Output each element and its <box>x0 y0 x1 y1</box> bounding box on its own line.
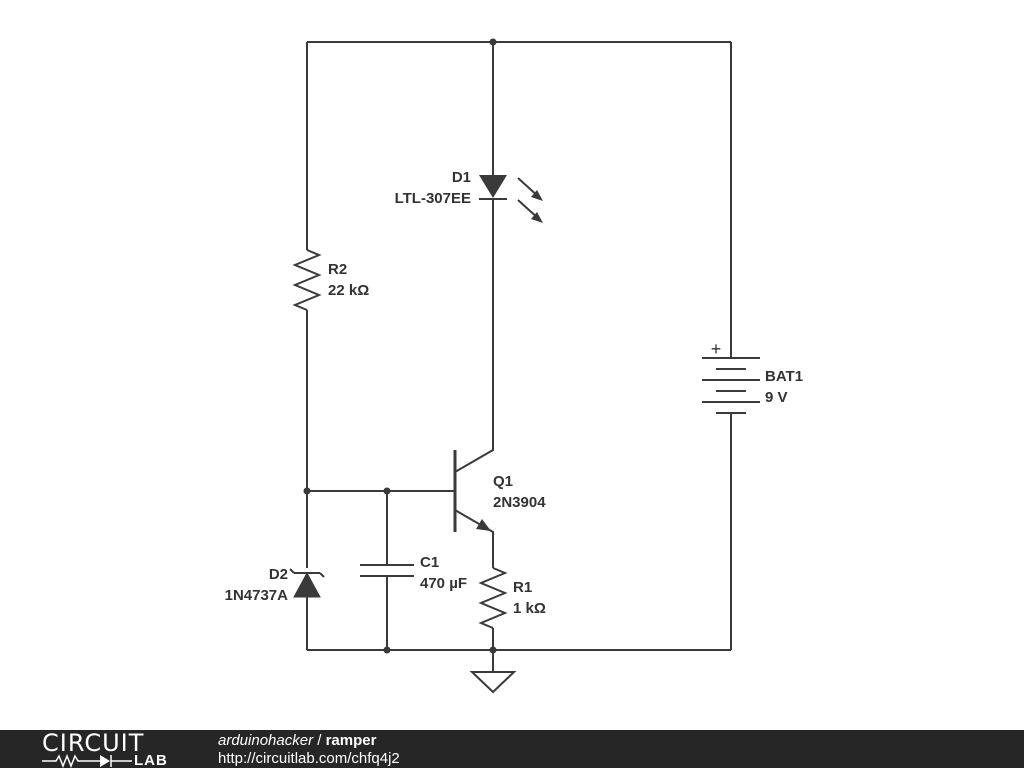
wire-emitter-down <box>485 527 494 568</box>
junction-top <box>489 38 497 46</box>
resistor-r2 <box>292 249 322 311</box>
capacitor-c1-plates <box>360 564 414 577</box>
logo-resistor-diode-icon <box>42 754 132 768</box>
r2-ref: R2 <box>328 261 347 278</box>
d2-ref: D2 <box>269 566 288 583</box>
footer-bar: CIRCUIT LAB arduinohacker / ramper http:… <box>0 730 1024 768</box>
d2-value: 1N4737A <box>225 587 289 604</box>
bat1-value: 9 V <box>765 389 788 406</box>
zener-d2-bar <box>289 568 325 578</box>
schematic-diagram: D1 LTL-307EE R2 22 kΩ + BAT1 9 V Q1 2N39… <box>225 38 803 694</box>
logo-lab-text: LAB <box>134 752 168 769</box>
q1-value: 2N3904 <box>493 494 546 511</box>
led-d1-triangle <box>479 175 507 198</box>
project-title: arduinohacker / ramper <box>218 732 376 749</box>
bat1-ref: BAT1 <box>765 368 803 385</box>
transistor-q1-collector <box>454 200 494 473</box>
zener-d2-triangle <box>293 571 321 598</box>
project-separator: / <box>313 732 326 749</box>
junction-left <box>303 487 311 495</box>
project-user-link[interactable]: arduinohacker <box>218 732 314 749</box>
battery-bat1-plates <box>702 357 760 414</box>
led-d1-arrowhead-1 <box>531 190 543 201</box>
q1-ref: Q1 <box>493 473 513 490</box>
circuitlab-logo[interactable]: CIRCUIT LAB <box>42 730 182 768</box>
junction-bottom-cap <box>383 646 391 654</box>
r2-value: 22 kΩ <box>328 282 369 299</box>
bat1-polarity: + <box>711 339 722 359</box>
project-url-link[interactable]: http://circuitlab.com/chfq4j2 <box>218 750 400 767</box>
logo-circuit-text: CIRCUIT <box>42 729 145 757</box>
led-d1-arrowhead-2 <box>531 212 543 223</box>
ground-symbol <box>469 650 517 694</box>
d1-value: LTL-307EE <box>395 190 471 207</box>
c1-ref: C1 <box>420 554 439 571</box>
resistor-r1 <box>478 567 508 629</box>
project-name-link[interactable]: ramper <box>325 732 377 749</box>
c1-value: 470 µF <box>420 575 467 592</box>
r1-ref: R1 <box>513 579 532 596</box>
d1-ref: D1 <box>452 169 471 186</box>
r1-value: 1 kΩ <box>513 600 546 617</box>
